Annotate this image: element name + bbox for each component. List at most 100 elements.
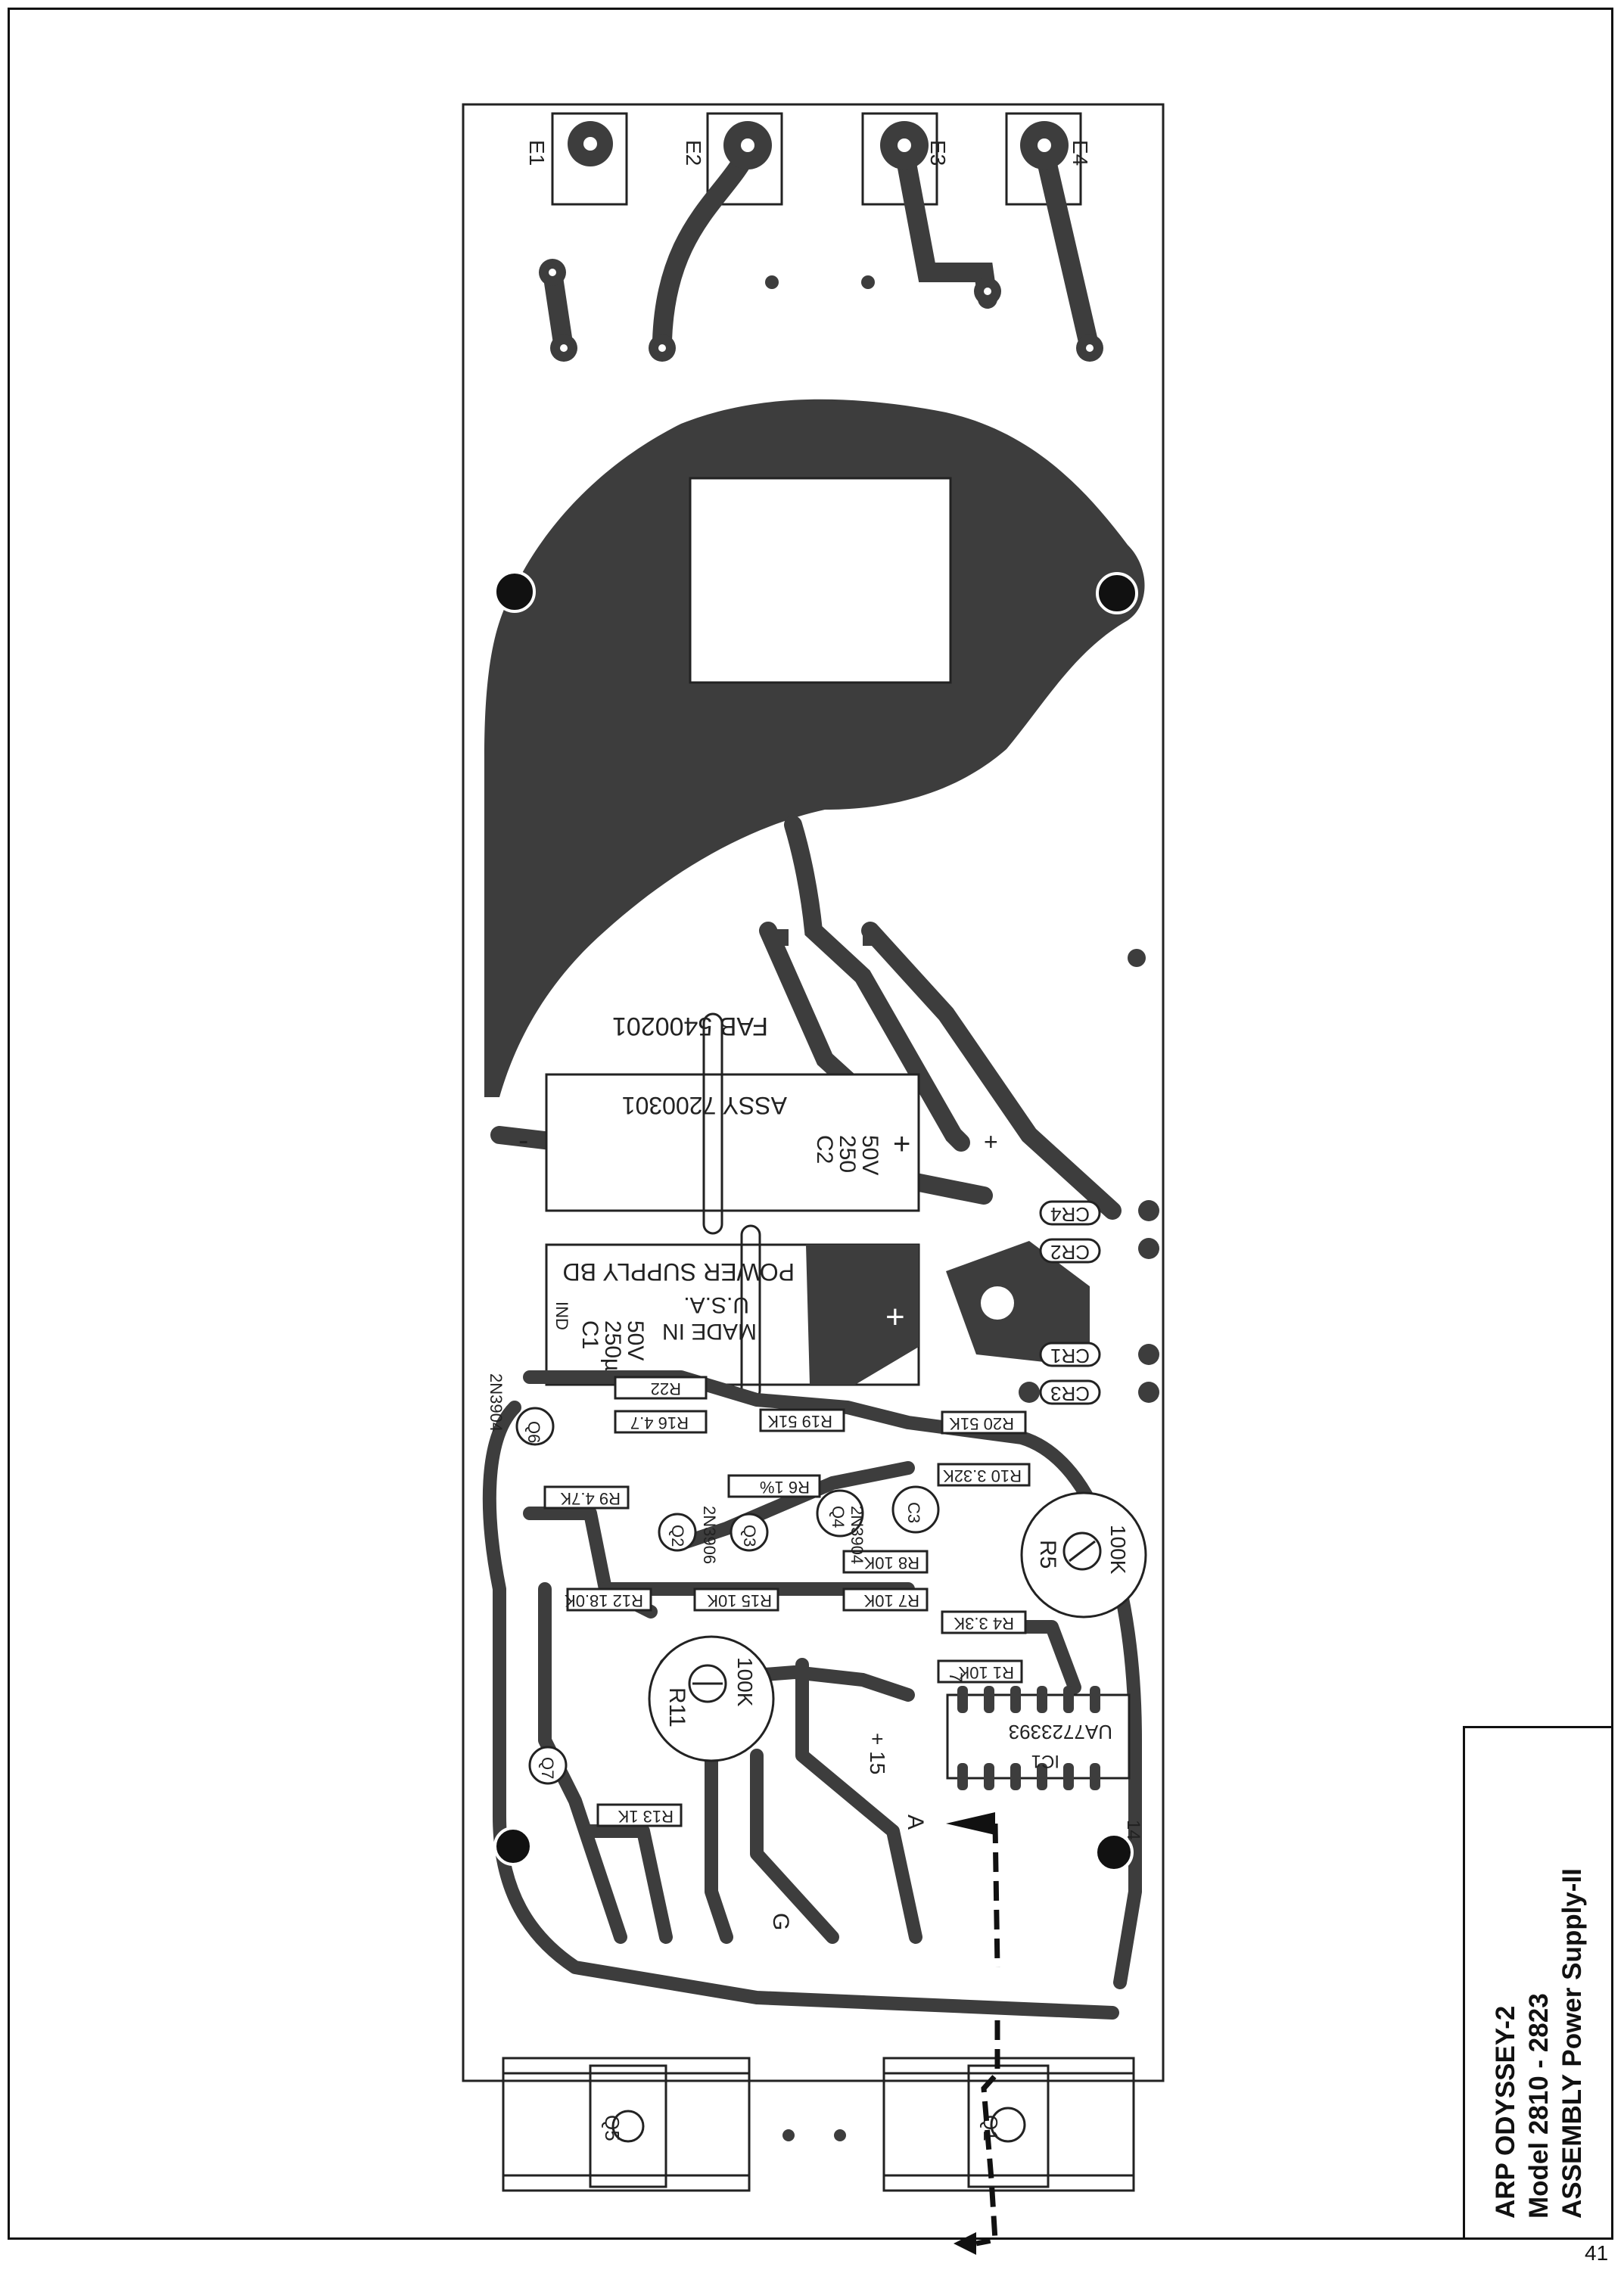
resistor-r13-body xyxy=(596,1803,683,1827)
page-number: 41 xyxy=(1585,2241,1609,2265)
resistor-r12-body xyxy=(566,1587,652,1612)
fab-number: FAB 5400201 xyxy=(612,1012,768,1040)
capacitor-c2-outline xyxy=(545,1073,920,1212)
psbd-label: POWER SUPPLY BD xyxy=(563,1258,795,1286)
trimpot-r11-label: R11 xyxy=(664,1687,689,1727)
resistor-r1: R1 10K xyxy=(958,1663,1014,1682)
resistor-r22-body xyxy=(614,1376,708,1400)
transistor-q3: Q3 xyxy=(740,1525,759,1547)
title-line-3: ASSEMBLY Power Supply-II xyxy=(1557,1868,1587,2219)
resistor-r7: R7 10K xyxy=(863,1591,919,1610)
ic-part-number: UA7723393 xyxy=(1009,1721,1112,1743)
ic-label: IC1 xyxy=(1031,1751,1059,1771)
resistor-r6: R6 1% xyxy=(760,1478,810,1497)
c1-ground-fill xyxy=(806,1245,919,1385)
transistor-q6: Q6 xyxy=(524,1421,543,1443)
terminal-label-e1: E1 xyxy=(525,140,549,166)
dashed-wire xyxy=(975,2020,1000,2247)
trimpot-r5-label: R5 xyxy=(1035,1540,1060,1569)
resistor-r19: R19 51K xyxy=(767,1412,832,1431)
transistor-q6-type: 2N3904 xyxy=(487,1373,506,1432)
transformer-cutout xyxy=(689,477,952,684)
transistors: Q6 2N3904 Q2 Q3 2N3906 Q4 2N3904 Q7 C3 xyxy=(487,1373,940,1785)
terminal-pads xyxy=(539,121,1103,362)
terminal-labels: E1 E2 E3 E4 xyxy=(525,140,1092,166)
transistor-q4-type: 2N3904 xyxy=(848,1506,866,1564)
c2-plus: + xyxy=(893,1127,910,1161)
diode-cr2: CR2 xyxy=(1050,1241,1090,1264)
terminal-sockets xyxy=(551,112,1082,206)
diode-pads xyxy=(1019,1200,1159,1403)
plus15-label: + 15 xyxy=(866,1733,889,1774)
trimpot-r11-value: 100K xyxy=(733,1657,757,1707)
ground-plane xyxy=(484,399,1145,1097)
capacitor-c3: C3 xyxy=(904,1502,923,1523)
resistors: R22 R16 4.7 R19 51K R20 51K R9 4.7K R6 1… xyxy=(543,1376,1031,1827)
resistor-r9: R9 4.7K xyxy=(560,1489,621,1508)
title-text: ARP ODYSSEY-2 Model 2810 - 2823 ASSEMBLY… xyxy=(1465,1728,1613,2240)
title-line-2: Model 2810 - 2823 xyxy=(1524,1993,1554,2219)
trimpot-r5-value: 100K xyxy=(1106,1525,1130,1575)
diode-cr4: CR4 xyxy=(1050,1203,1090,1226)
a-label: A xyxy=(903,1814,928,1830)
mount-hole xyxy=(834,2129,846,2141)
capacitor-c1-voltage: 50V xyxy=(623,1320,648,1360)
usa-label: U.S.A. xyxy=(683,1292,749,1317)
page-border xyxy=(8,8,1613,2240)
terminal-label-e2: E2 xyxy=(682,140,705,166)
capacitor-c2-label: C2 xyxy=(812,1135,837,1164)
mount-hole xyxy=(861,275,875,289)
resistor-r19-body xyxy=(759,1408,845,1432)
transistor-q5: Q5 xyxy=(601,2115,624,2141)
resistor-r6-body xyxy=(727,1474,821,1498)
capacitor-c1-value: 250µ xyxy=(600,1320,625,1371)
resistor-r20: R20 51K xyxy=(949,1414,1014,1433)
wire-arrow-head xyxy=(954,2232,976,2255)
transistor-q4: Q4 xyxy=(829,1506,848,1528)
capacitor-c1-label: C1 xyxy=(577,1320,602,1349)
board-outline xyxy=(462,103,1165,2082)
resistor-r13: R13 1K xyxy=(618,1807,674,1826)
title-block: ARP ODYSSEY-2 Model 2810 - 2823 ASSEMBLY… xyxy=(1463,1726,1611,2237)
diode-cr3-body xyxy=(1039,1379,1101,1405)
rectifier-ground xyxy=(946,1241,1090,1362)
terminal-label-e3: E3 xyxy=(926,140,950,166)
transistor-q5-mount xyxy=(611,2110,645,2143)
title-line-1: ARP ODYSSEY-2 xyxy=(1491,2005,1520,2219)
transistor-q1-mount xyxy=(990,2107,1026,2143)
transistor-q2-q3-type: 2N3906 xyxy=(700,1506,719,1564)
mount-hole xyxy=(782,2129,795,2141)
capacitor-c2-value: 250 xyxy=(835,1135,860,1173)
mount-hole xyxy=(1128,949,1146,967)
c1-plus: + xyxy=(885,1298,905,1336)
mount-hole xyxy=(863,929,879,946)
heatsink-q5 xyxy=(502,2057,751,2192)
resistor-r8: R8 10K xyxy=(863,1553,919,1572)
resistor-r8-body xyxy=(842,1550,929,1574)
ic-pin-7: 7 xyxy=(945,1672,966,1682)
diode-cr4-body xyxy=(1039,1200,1101,1226)
resistor-r7-body xyxy=(842,1587,929,1612)
resistor-r10: R10 3.32K xyxy=(943,1466,1022,1485)
resistor-r4-body xyxy=(941,1610,1027,1634)
transistor-q2: Q2 xyxy=(668,1525,687,1547)
resistor-r22: R22 xyxy=(651,1379,681,1398)
transistor-q1: Q1 xyxy=(979,2115,1002,2141)
resistor-r16-body xyxy=(614,1410,708,1434)
diode-cr3: CR3 xyxy=(1050,1382,1090,1405)
dashed-wire-top xyxy=(992,1823,1000,1968)
ind-label: IND xyxy=(552,1301,571,1330)
transistor-q7-body xyxy=(528,1746,568,1785)
transistor-q3-body xyxy=(730,1513,769,1552)
terminal-traces xyxy=(543,141,1100,358)
transistor-q7: Q7 xyxy=(538,1757,557,1779)
resistor-r20-body xyxy=(941,1410,1027,1435)
transistor-q4-body xyxy=(816,1489,864,1538)
mount-hole-bottom-right xyxy=(1094,1833,1134,1872)
terminal-label-e4: E4 xyxy=(1069,140,1092,166)
resistor-r9-body xyxy=(543,1485,630,1510)
resistor-r4: R4 3.3K xyxy=(954,1614,1014,1633)
ic-pins xyxy=(957,1686,1100,1790)
heatsink-q1 xyxy=(882,2057,1135,2192)
